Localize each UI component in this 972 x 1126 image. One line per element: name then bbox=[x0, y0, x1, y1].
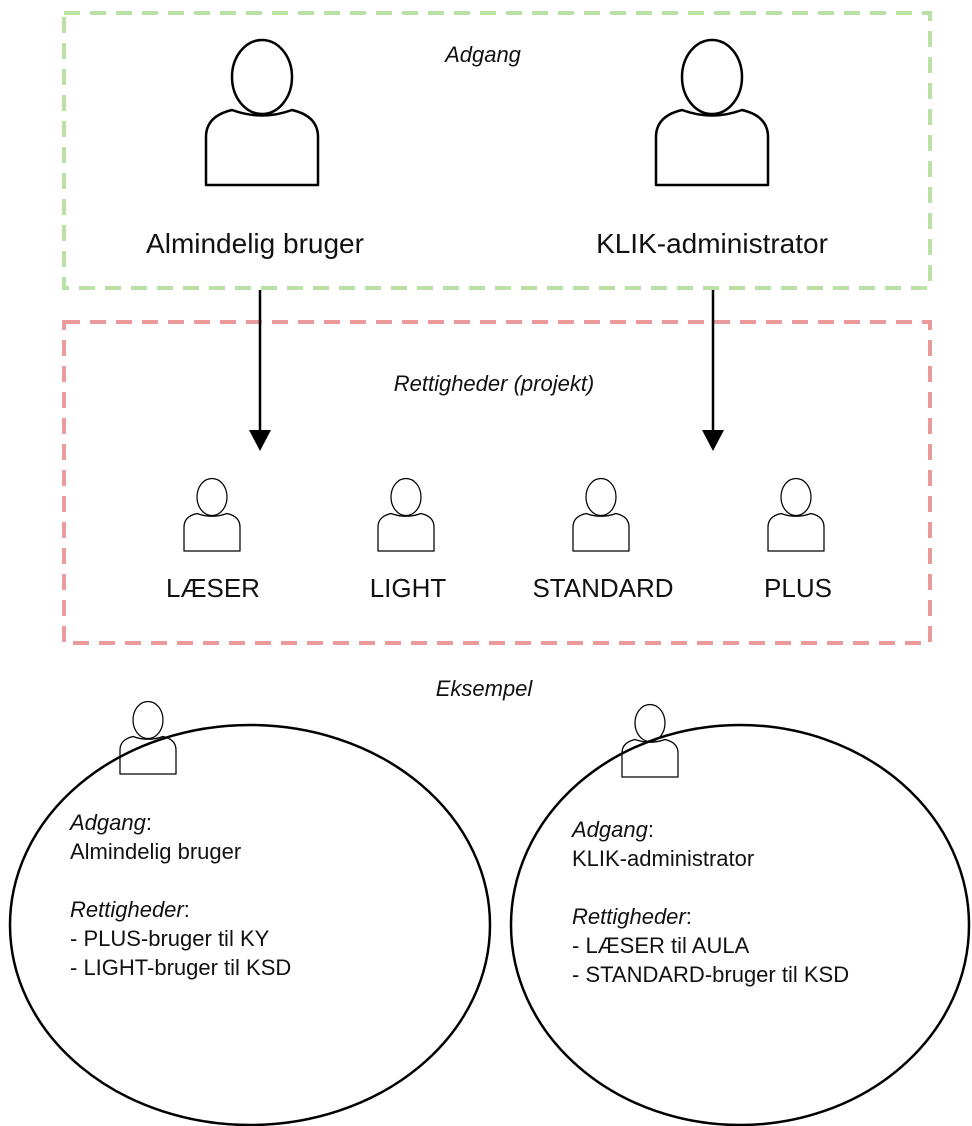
rights-item: - LÆSER til AULA bbox=[572, 933, 750, 958]
access-heading: Adgang bbox=[572, 817, 648, 842]
role-label-plus: PLUS bbox=[764, 573, 832, 603]
person-icon bbox=[572, 477, 630, 552]
rights-item: - STANDARD-bruger til KSD bbox=[572, 962, 850, 987]
role-label-light: LIGHT bbox=[369, 573, 447, 603]
example-card-1-text: Adgang: Almindelig bruger Rettigheder: -… bbox=[70, 810, 292, 980]
access-group-title: Adgang bbox=[445, 42, 521, 67]
access-value: Almindelig bruger bbox=[70, 839, 242, 864]
access-value: KLIK-administrator bbox=[572, 846, 755, 871]
rights-item: - PLUS-bruger til KY bbox=[70, 926, 270, 951]
person-icon bbox=[767, 477, 825, 552]
rights-heading: Rettigheder bbox=[70, 897, 184, 922]
person-icon bbox=[377, 477, 435, 552]
rights-group-frame bbox=[62, 320, 932, 645]
role-label-laeser: LÆSER bbox=[166, 573, 260, 603]
access-heading: Adgang bbox=[70, 810, 146, 835]
rights-heading: Rettigheder bbox=[572, 904, 686, 929]
role-label-standard: STANDARD bbox=[532, 573, 674, 603]
rights-item: - LIGHT-bruger til KSD bbox=[70, 955, 292, 980]
access-group-frame bbox=[62, 11, 932, 290]
user-label-admin: KLIK-administrator bbox=[596, 228, 828, 259]
user-label-regular: Almindelig bruger bbox=[146, 228, 364, 259]
person-icon bbox=[183, 477, 241, 552]
arrow-access-to-rights-right bbox=[702, 290, 724, 451]
arrow-access-to-rights-left bbox=[249, 290, 271, 451]
example-card-circle-1 bbox=[8, 723, 492, 1126]
example-title: Eksempel bbox=[435, 676, 533, 701]
example-card-2-text: Adgang: KLIK-administrator Rettigheder: … bbox=[572, 817, 850, 987]
person-icon bbox=[119, 700, 177, 775]
rights-group-title: Rettigheder (projekt) bbox=[393, 371, 595, 396]
example-card-circle-2 bbox=[509, 723, 971, 1126]
